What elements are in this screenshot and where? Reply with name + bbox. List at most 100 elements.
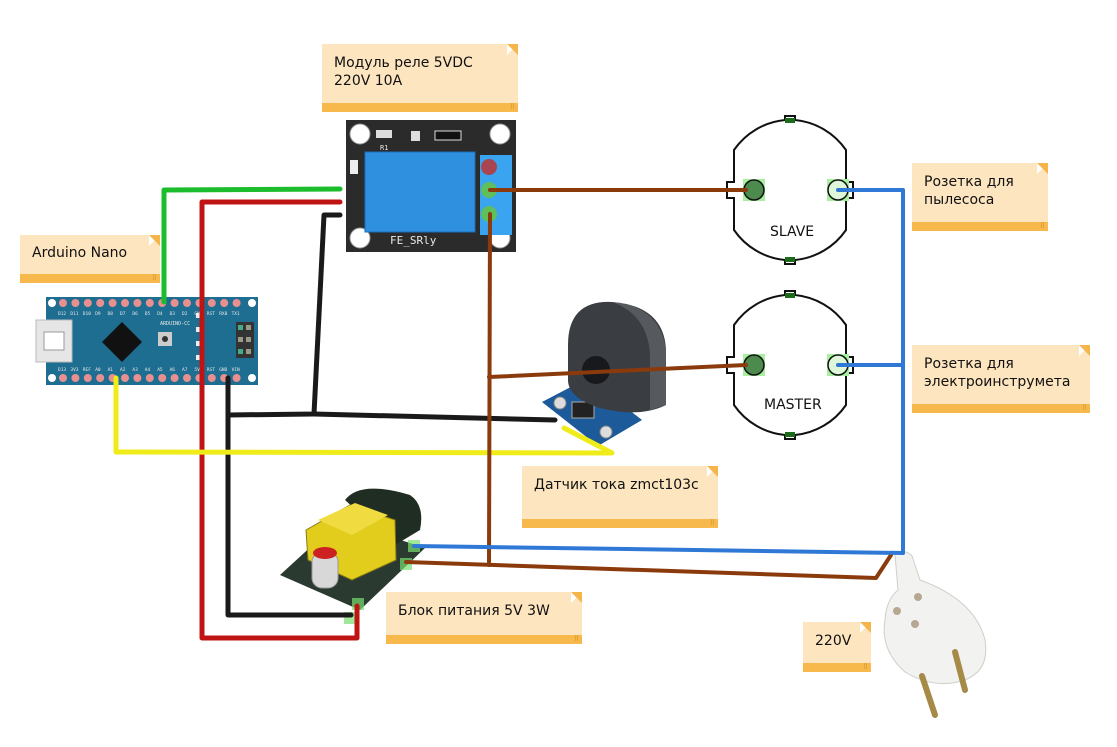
wire-5v-relay[interactable] — [199, 199, 343, 381]
note-psu-text: Блок питания 5V 3W — [398, 603, 550, 619]
pin-label: D9 — [95, 311, 101, 317]
wire-live-master[interactable] — [487, 363, 748, 379]
pin-d5[interactable] — [145, 299, 154, 307]
transformer-shade — [612, 302, 666, 410]
current-sensor[interactable] — [542, 301, 666, 446]
plug-hole — [914, 593, 922, 601]
pin-rst[interactable] — [207, 299, 216, 307]
pin-label: A3 — [132, 367, 138, 373]
relay-module[interactable]: R1 FE_SRly — [346, 120, 516, 252]
power-supply[interactable] — [280, 488, 425, 624]
pin-label: REF — [83, 367, 91, 373]
pin-d10[interactable] — [83, 299, 92, 307]
pin-label: A5 — [157, 367, 163, 373]
plug-hole — [911, 620, 919, 628]
pin-label: TX1 — [232, 311, 240, 317]
wire-live-plug[interactable] — [404, 553, 893, 580]
pin-label: A6 — [170, 367, 176, 373]
mains-plug[interactable] — [883, 551, 987, 718]
pin-d9[interactable] — [96, 299, 105, 307]
top-pin-row: D12D11D10D9D8D7D6D5D4D3D2GNDRSTRX0TX1 — [58, 299, 241, 317]
icsp-pin — [238, 337, 243, 342]
note-slave-socket: Розетка для пылесоса ⠿ — [912, 163, 1048, 231]
pin-d6[interactable] — [133, 299, 142, 307]
usb-port — [43, 331, 65, 351]
icsp-pin — [246, 349, 251, 354]
wire-5v-psu[interactable] — [199, 375, 360, 641]
icsp-pin — [238, 349, 243, 354]
wire-gnd-sensor[interactable] — [311, 411, 558, 423]
arduino-nano[interactable]: D12D11D10D9D8D7D6D5D4D3D2GNDRSTRX0TX1 D1… — [35, 297, 258, 385]
wire-gnd-psu[interactable] — [225, 375, 354, 618]
ground-clip — [785, 257, 795, 262]
pin-label: RST — [207, 311, 215, 317]
mount-hole — [48, 299, 56, 307]
arduino-pcb — [46, 297, 258, 385]
pin-label: D4 — [157, 311, 163, 317]
pin-label: D12 — [58, 311, 66, 317]
mount-hole — [553, 396, 567, 410]
socket-slave-label: SLAVE — [770, 224, 814, 240]
icsp-pin — [246, 337, 251, 342]
pin-a0[interactable] — [96, 374, 105, 382]
pin-vin[interactable] — [232, 374, 241, 382]
pin-a3[interactable] — [133, 374, 142, 382]
pin-label: D7 — [120, 311, 126, 317]
pin-label: RX0 — [219, 311, 227, 317]
pin-label: A0 — [95, 367, 101, 373]
pin-a7[interactable] — [183, 374, 191, 382]
mount-hole — [248, 299, 256, 307]
psu-capacitor-cap — [313, 547, 337, 559]
pin-ref[interactable] — [83, 374, 92, 382]
note-arduino: Arduino Nano ⠿ — [20, 235, 160, 283]
pin-d2[interactable] — [183, 299, 191, 307]
note-power-supply: Блок питания 5V 3W ⠿ — [386, 592, 582, 644]
transformer-hole — [582, 356, 610, 384]
wire-gnd-relay[interactable] — [225, 212, 343, 418]
pin-a2[interactable] — [121, 374, 129, 382]
wire-neutral-slave[interactable] — [836, 188, 905, 555]
pin-d11[interactable] — [71, 299, 80, 307]
pin-a5[interactable] — [158, 374, 167, 382]
pin-label: D6 — [132, 311, 138, 317]
plug-pin — [952, 649, 968, 693]
note-relay: Модуль реле 5VDC 220V 10A ⠿ — [322, 44, 518, 112]
pin-label: D10 — [83, 311, 91, 317]
pin-d7[interactable] — [121, 299, 129, 307]
pin-tx1[interactable] — [232, 299, 241, 307]
pin-label: 5V — [194, 367, 200, 373]
pin-rx0[interactable] — [220, 299, 229, 307]
plug-pin — [919, 673, 938, 718]
pin-a4[interactable] — [145, 374, 154, 382]
pin-d3[interactable] — [170, 299, 179, 307]
wire-live-relay-psu[interactable] — [487, 212, 492, 567]
wire-neutral-psu[interactable] — [412, 544, 905, 555]
mount-hole — [489, 123, 511, 145]
note-slave-text: Розетка для пылесоса — [924, 174, 1014, 208]
plug-body — [883, 551, 987, 685]
diode — [434, 130, 462, 141]
plug-hole — [893, 607, 901, 615]
mount-hole — [599, 425, 613, 439]
pin-label: GND — [219, 367, 227, 373]
pin-d8[interactable] — [108, 299, 117, 307]
mount-hole — [48, 374, 56, 382]
mount-hole — [248, 374, 256, 382]
pin-label: D8 — [108, 311, 114, 317]
relay-board-text: FE_SRly — [390, 234, 437, 247]
pin-d13[interactable] — [59, 374, 67, 382]
note-plug: 220V ⠿ — [803, 622, 871, 672]
note-sensor-text: Датчик тока zmct103c — [534, 477, 699, 493]
wire-d4-signal[interactable] — [161, 186, 343, 305]
pin-3v3[interactable] — [71, 374, 80, 382]
pin-a6[interactable] — [170, 374, 179, 382]
pin-label: D11 — [70, 311, 78, 317]
reset-button-cap — [162, 336, 168, 342]
pin-rst[interactable] — [207, 374, 216, 382]
pin-d12[interactable] — [59, 299, 67, 307]
mount-hole — [349, 227, 371, 249]
icsp-pin — [246, 325, 251, 330]
relay-body — [364, 151, 476, 233]
wire-a1-sensor[interactable] — [113, 375, 615, 456]
wires — [113, 186, 905, 641]
